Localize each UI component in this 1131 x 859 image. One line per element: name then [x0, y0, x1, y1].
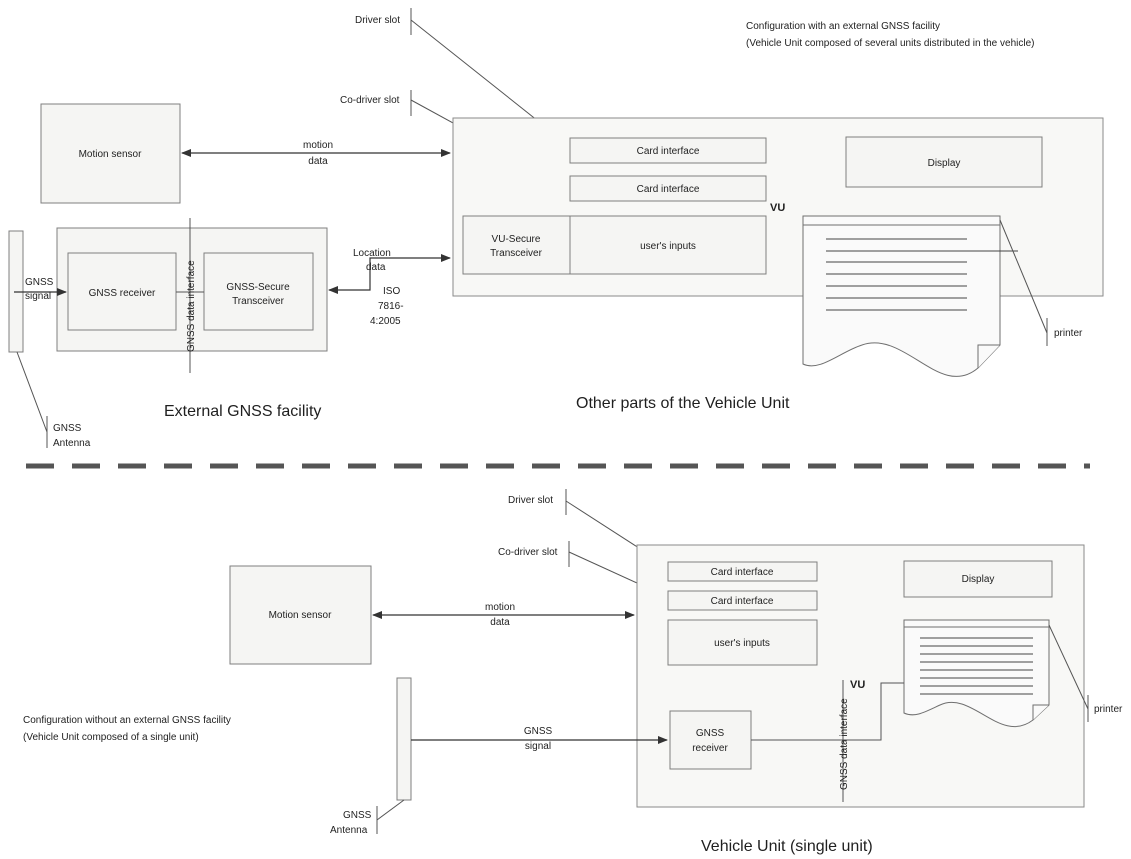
- top-card-interface-2-label: Card interface: [637, 184, 700, 195]
- bottom-gnss-receiver-label1: GNSS: [696, 728, 725, 739]
- bottom-gnss-signal-label2: signal: [525, 741, 551, 752]
- bottom-gnss-antenna: [396, 677, 412, 801]
- top-location-data-label1: Location: [353, 248, 391, 259]
- bottom-gnss-data-interface-label: GNSS data interface: [839, 698, 850, 790]
- bottom-motion-sensor-label: Motion sensor: [269, 610, 332, 621]
- top-users-inputs-box: [569, 215, 767, 275]
- bottom-display-box: [903, 560, 1053, 598]
- bottom-configuration: Driver slot Co-driver slot Motion sensor…: [23, 489, 1123, 855]
- top-vu-secure-label2: Transceiver: [490, 248, 543, 259]
- top-printer-icon: [802, 215, 1018, 377]
- top-gnss-secure-label2: Transceiver: [232, 296, 285, 307]
- top-external-gnss-caption: External GNSS facility: [164, 403, 321, 420]
- top-printer-connector: [999, 219, 1048, 334]
- top-printer-label: printer: [1054, 328, 1083, 339]
- top-gnss-receiver-label: GNSS receiver: [89, 288, 156, 299]
- bottom-card-interface-2-label: Card interface: [711, 596, 774, 607]
- top-gnss-secure-label1: GNSS-Secure: [226, 282, 290, 293]
- top-gnss-antenna-label1: GNSS: [53, 423, 82, 434]
- bottom-card-interface-1-label: Card interface: [711, 567, 774, 578]
- top-card-interface-2: [569, 175, 767, 202]
- top-configuration: Configuration with an external GNSS faci…: [8, 8, 1104, 449]
- top-gnss-data-interface-label: GNSS data interface: [186, 260, 197, 352]
- bottom-vu-label: VU: [850, 679, 865, 691]
- top-display-box: [845, 136, 1043, 188]
- bottom-printer-label: printer: [1094, 704, 1123, 715]
- bottom-antenna-connector: [376, 799, 405, 821]
- bottom-config-note-line1: Configuration without an external GNSS f…: [23, 715, 231, 726]
- bottom-motion-sensor-box: [229, 565, 372, 665]
- bottom-gnss-receiver-label2: receiver: [692, 743, 728, 754]
- top-config-note-line2: (Vehicle Unit composed of several units …: [746, 38, 1034, 49]
- top-users-inputs-label: user's inputs: [640, 241, 696, 252]
- bottom-gnss-antenna-label1: GNSS: [343, 810, 372, 821]
- bottom-vehicle-unit-caption: Vehicle Unit (single unit): [701, 838, 873, 855]
- top-config-note-line1: Configuration with an external GNSS faci…: [746, 21, 940, 32]
- top-other-parts-caption: Other parts of the Vehicle Unit: [576, 395, 790, 412]
- top-gnss-signal-label2: signal: [25, 291, 51, 302]
- bottom-users-inputs-label: user's inputs: [714, 638, 770, 649]
- top-iso-label2: 7816-: [378, 301, 404, 312]
- bottom-card-interface-2: [667, 590, 818, 611]
- top-motion-data-label1: motion: [303, 140, 333, 151]
- top-card-interface-1-label: Card interface: [637, 146, 700, 157]
- bottom-receiver-to-printer-link: [751, 682, 904, 741]
- top-location-data-arrow: [328, 254, 451, 294]
- bottom-motion-data-label2: data: [490, 617, 510, 628]
- top-vu-secure-label1: VU-Secure: [492, 234, 541, 245]
- top-iso-label3: 4:2005: [370, 316, 401, 327]
- top-gnss-antenna-label2: Antenna: [53, 438, 91, 449]
- top-location-data-label2: data: [366, 262, 386, 273]
- bottom-printer-icon: [903, 619, 1050, 728]
- bottom-config-note-line2: (Vehicle Unit composed of a single unit): [23, 732, 199, 743]
- top-gnss-signal-label1: GNSS: [25, 277, 54, 288]
- top-antenna-connector: [16, 351, 48, 433]
- bottom-users-inputs-box: [667, 619, 818, 666]
- bottom-driver-slot-label: Driver slot: [508, 495, 553, 506]
- top-gnss-secure-transceiver-box: [203, 252, 314, 331]
- top-motion-data-label2: data: [308, 156, 328, 167]
- bottom-codriver-slot-label: Co-driver slot: [498, 547, 558, 558]
- top-vu-secure-transceiver-box: [462, 215, 571, 275]
- bottom-printer-connector: [1048, 624, 1089, 710]
- top-iso-label1: ISO: [383, 286, 400, 297]
- top-motion-sensor-label: Motion sensor: [79, 149, 142, 160]
- bottom-gnss-antenna-label2: Antenna: [330, 825, 368, 836]
- bottom-gnss-signal-label1: GNSS: [524, 726, 553, 737]
- bottom-gnss-receiver-box: [669, 710, 752, 770]
- top-vu-label: VU: [770, 202, 785, 214]
- bottom-card-interface-1: [667, 561, 818, 582]
- top-card-interface-1: [569, 137, 767, 164]
- top-display-label: Display: [928, 158, 961, 169]
- top-gnss-receiver-box: [67, 252, 177, 331]
- bottom-display-label: Display: [962, 574, 995, 585]
- top-codriver-slot-label: Co-driver slot: [340, 95, 400, 106]
- top-driver-slot-label: Driver slot: [355, 15, 400, 26]
- bottom-motion-data-label1: motion: [485, 602, 515, 613]
- top-motion-sensor-box: [40, 103, 181, 204]
